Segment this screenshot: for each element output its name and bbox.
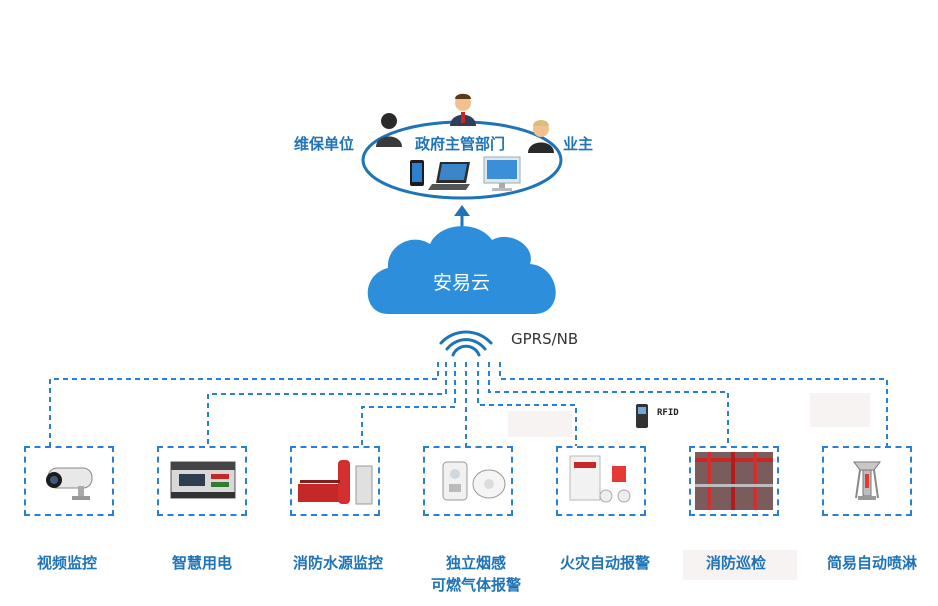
category-water: 消防水源监控 bbox=[292, 554, 383, 572]
phone-icon bbox=[410, 160, 424, 186]
category-patrol: 消防巡检 bbox=[705, 554, 766, 572]
device-box-power bbox=[157, 446, 247, 516]
device-box-fire-alarm bbox=[556, 446, 646, 516]
category-power: 智慧用电 bbox=[171, 554, 232, 572]
link-power bbox=[207, 362, 447, 446]
role-owner: 业主 bbox=[563, 135, 594, 153]
device-box-smoke bbox=[423, 446, 513, 516]
category-gas: 可燃气体报警 bbox=[430, 576, 521, 594]
wireless-signal-icon bbox=[439, 330, 493, 357]
laptop-icon bbox=[428, 162, 470, 190]
category-sprinkler: 简易自动喷淋 bbox=[826, 554, 917, 572]
role-government: 政府主管部门 bbox=[415, 135, 506, 153]
avatar-maintenance bbox=[376, 113, 402, 147]
rfid-label: RFID bbox=[657, 408, 679, 418]
device-box-video bbox=[24, 446, 114, 516]
pipe-room-icon bbox=[695, 452, 773, 510]
cloud-label: 安易云 bbox=[433, 272, 491, 294]
avatar-government bbox=[450, 93, 476, 126]
cloud-shape bbox=[367, 226, 556, 314]
network-label: GPRS/NB bbox=[511, 330, 579, 348]
smoke-detector-icon bbox=[442, 461, 506, 501]
category-fire-alarm: 火灾自动报警 bbox=[559, 554, 650, 572]
category-video: 视频监控 bbox=[36, 554, 97, 572]
device-box-water bbox=[290, 446, 380, 516]
category-smoke: 独立烟感 bbox=[445, 554, 506, 572]
desktop-icon bbox=[483, 156, 521, 191]
power-meter-icon bbox=[170, 461, 236, 499]
avatar-owner bbox=[528, 120, 554, 153]
fire-alarm-panel-icon bbox=[569, 455, 631, 503]
pump-station-icon bbox=[298, 460, 373, 505]
camera-icon bbox=[46, 467, 93, 500]
rfid-reader-icon bbox=[636, 404, 648, 428]
link-video bbox=[49, 362, 439, 446]
link-sprinkler bbox=[499, 362, 888, 446]
background-patch bbox=[810, 393, 870, 427]
role-maintenance-unit: 维保单位 bbox=[294, 135, 355, 153]
background-patch bbox=[683, 550, 797, 580]
device-box-patrol bbox=[689, 446, 779, 516]
sprinkler-icon bbox=[853, 461, 881, 500]
background-patch bbox=[508, 411, 572, 437]
link-fire-alarm bbox=[477, 362, 577, 446]
link-water bbox=[361, 362, 456, 446]
device-box-sprinkler bbox=[822, 446, 912, 516]
